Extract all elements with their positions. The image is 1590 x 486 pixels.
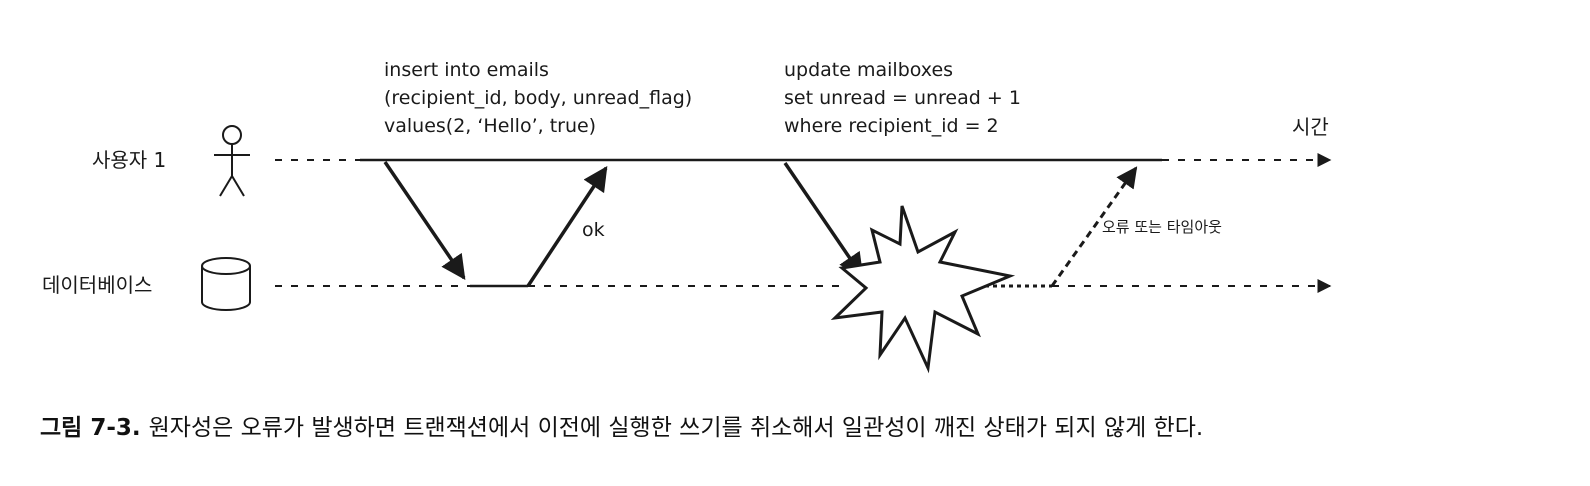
caption-text: 원자성은 오류가 발생하면 트랜잭션에서 이전에 실행한 쓰기를 취소해서 일관…	[148, 415, 1204, 441]
ok-response-arrow	[526, 165, 608, 287]
ok-label: ok	[582, 219, 605, 241]
insert-request-arrow	[383, 161, 466, 281]
database-label: 데이터베이스	[42, 273, 152, 297]
update-request-arrow	[783, 162, 864, 279]
figure-caption: 그림 7-3. 원자성은 오류가 발생하면 트랜잭션에서 이전에 실행한 쓰기를 …	[40, 408, 1560, 442]
stick-figure-icon	[214, 125, 250, 197]
time-axis-label: 시간	[1292, 115, 1329, 139]
transaction-diagram: 사용자 1 데이터베이스 ok 오류 또는 타임아웃 insert into e…	[42, 59, 1332, 374]
update-code-line-3: where recipient_id = 2	[784, 115, 999, 137]
user-label: 사용자 1	[92, 148, 166, 172]
insert-code-line-2: (recipient_id, body, unread_flag)	[384, 87, 692, 109]
insert-code-line-3: values(2, ‘Hello’, true)	[384, 115, 596, 137]
failure-arrow	[1050, 166, 1138, 287]
figure-number: 그림 7-3.	[40, 415, 141, 441]
explosion-icon	[830, 205, 1016, 374]
database-cylinder-icon	[201, 257, 251, 311]
update-code-line-2: set unread = unread + 1	[784, 87, 1021, 109]
update-code-line-1: update mailboxes	[784, 59, 953, 81]
failure-label: 오류 또는 타임아웃	[1102, 218, 1222, 236]
insert-code-line-1: insert into emails	[384, 59, 549, 81]
